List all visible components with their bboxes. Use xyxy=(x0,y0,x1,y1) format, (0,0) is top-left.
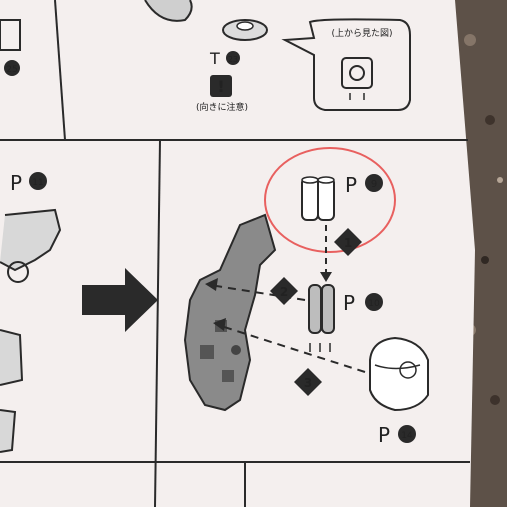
flow-arrow xyxy=(82,268,158,332)
left-part-sketch: P 11 xyxy=(0,171,62,453)
step-3-badge: 3 xyxy=(294,368,322,396)
upper-left-part: 25 xyxy=(0,19,21,76)
inset-caption: (上から見た図) xyxy=(331,28,392,39)
part-label-t: T xyxy=(209,49,220,68)
step-2-badge: 2 xyxy=(270,277,298,305)
svg-text:3: 3 xyxy=(304,376,312,390)
part-number-14: 14 xyxy=(401,431,413,441)
part-number-25: 25 xyxy=(6,65,17,75)
part-label-p10: P xyxy=(343,291,355,315)
left-part-label: P xyxy=(10,171,22,195)
part-p14: P 14 xyxy=(369,336,429,447)
part-number-10: 10 xyxy=(368,299,380,309)
svg-text:2: 2 xyxy=(280,285,288,299)
part-label-p14: P xyxy=(378,423,390,447)
part-p10: P 10 xyxy=(308,284,383,352)
warning-note: (向きに注意) xyxy=(196,101,248,113)
warning-icon xyxy=(210,75,232,97)
step-1-badge: 1 xyxy=(334,228,362,256)
part-number-23: 23 xyxy=(228,55,238,64)
upper-part-sketch xyxy=(144,0,193,22)
svg-text:1: 1 xyxy=(344,236,352,250)
part-number-9: 9 xyxy=(371,179,377,190)
inset-bubble xyxy=(281,18,411,111)
part-label-p9: P xyxy=(345,173,357,197)
part-p9: P 9 xyxy=(301,173,383,221)
left-part-number: 11 xyxy=(32,178,43,188)
highlight-circle xyxy=(264,147,396,253)
warning-symbol: ! xyxy=(217,77,224,96)
